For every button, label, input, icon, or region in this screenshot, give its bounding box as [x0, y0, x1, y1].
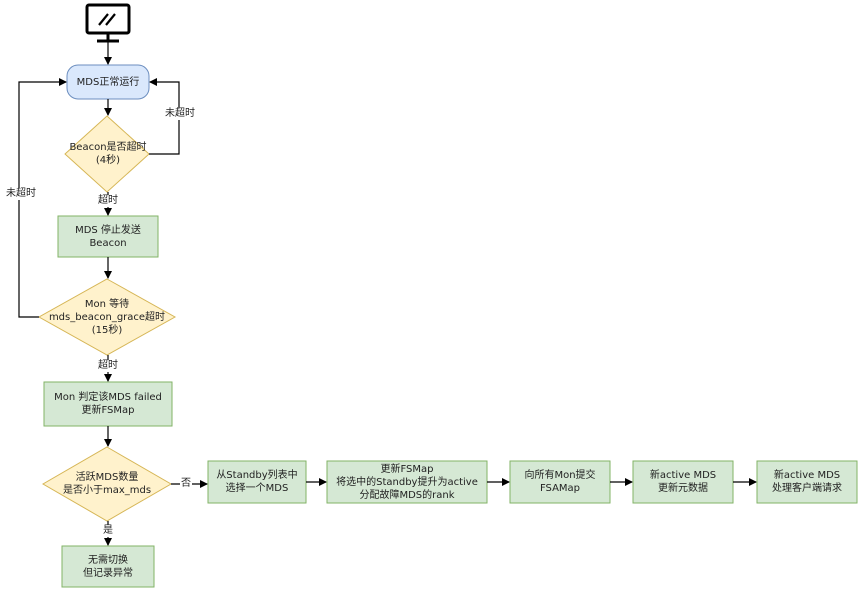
node-new-active-serve-shape [756, 460, 858, 504]
node-submit-mon-shape [509, 460, 611, 504]
monitor-icon [85, 3, 131, 43]
node-beacon-check: Beacon是否超时 (4秒) [69, 142, 147, 166]
node-beacon-check-shape [64, 115, 150, 193]
node-mon-wait-shape [37, 278, 177, 356]
node-update-fsmap: 更新FSMap 将选中的Standby提升为active 分配故障MDS的ran… [336, 463, 478, 501]
node-submit-mon: 向所有Mon提交 FSAMap [524, 470, 596, 494]
label-yes: 是 [102, 525, 114, 537]
node-active-check-shape [42, 446, 172, 522]
node-mon-wait: Mon 等待 mds_beacon_grace超时 (15秒) [48, 298, 166, 336]
node-new-active-update: 新active MDS 更新元数据 [649, 470, 717, 494]
node-select-standby: 从Standby列表中 选择一个MDS [216, 470, 298, 494]
label-beacon-timeout: 超时 [97, 195, 119, 207]
node-mds-stop: MDS 停止发送 Beacon [75, 224, 141, 249]
node-start: MDS正常运行 [76, 76, 140, 88]
node-mds-stop-shape [57, 215, 159, 258]
label-beacon-not-timeout: 未超时 [164, 108, 196, 120]
node-active-check: 活跃MDS数量 是否小于max_mds [62, 472, 152, 496]
node-select-standby-shape [207, 460, 307, 504]
node-no-switch: 无需切换 但记录异常 [83, 554, 133, 579]
label-no: 否 [180, 478, 192, 490]
node-mon-judge: Mon 判定该MDS failed 更新FSMap [54, 392, 162, 416]
node-no-switch-shape [61, 545, 155, 588]
node-new-active-serve: 新active MDS 处理客户端请求 [772, 470, 842, 494]
node-mon-judge-shape [43, 381, 173, 427]
label-grace-timeout: 超时 [97, 360, 119, 372]
label-grace-not-timeout: 未超时 [5, 188, 37, 200]
